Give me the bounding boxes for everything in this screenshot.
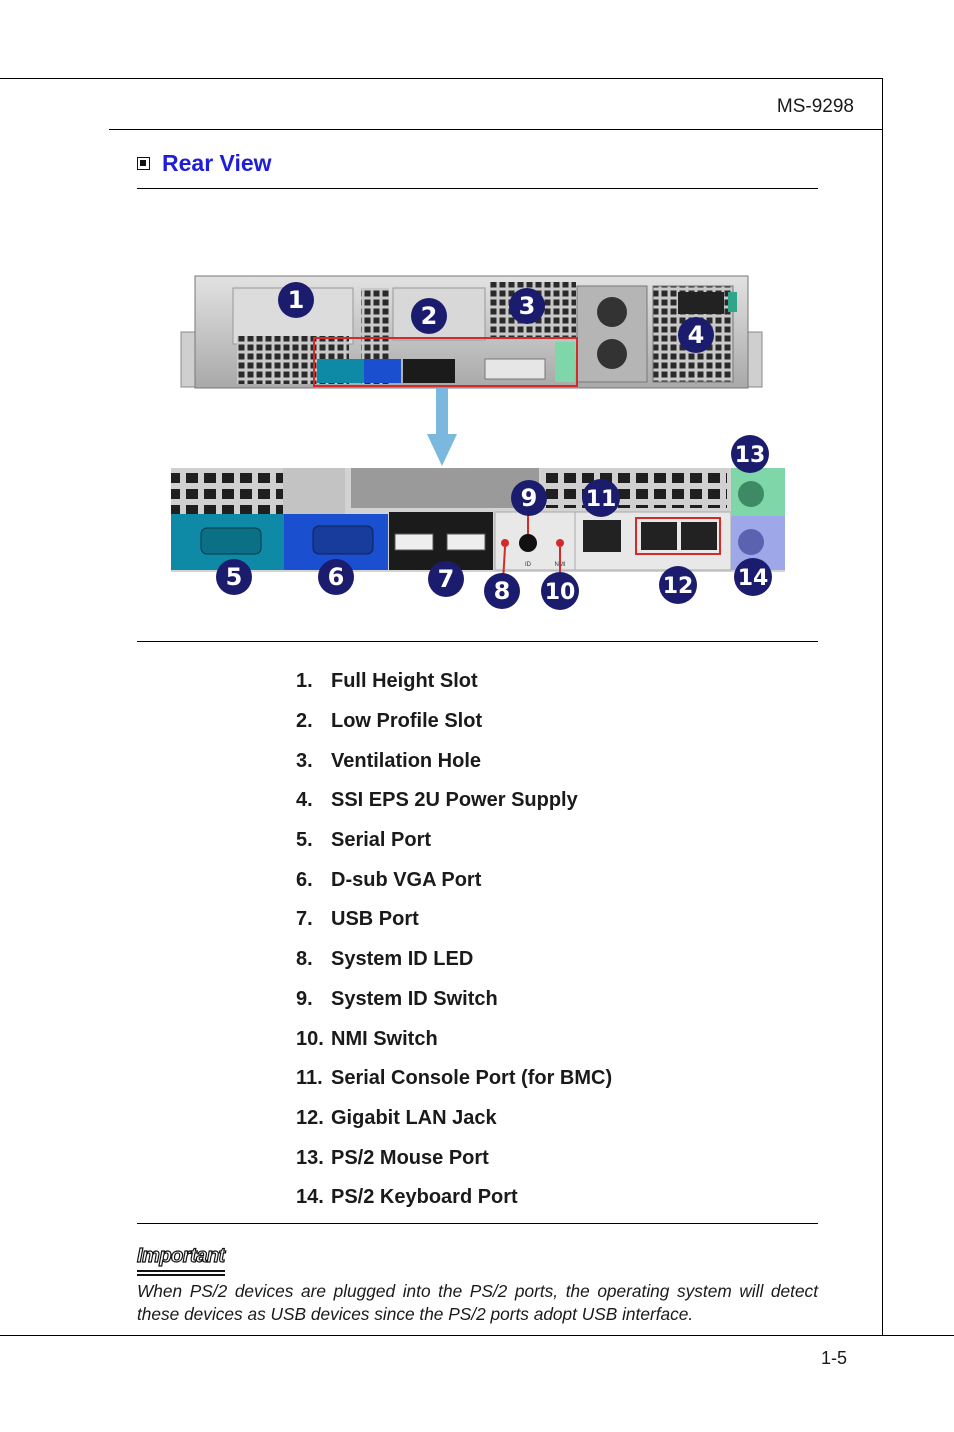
- callouts: 1 2 3 4 5 6 7 8 9 10 11 12 13 14: [216, 282, 772, 610]
- header-rule: [109, 129, 883, 130]
- callout-13: 13: [731, 435, 769, 473]
- svg-text:10: 10: [545, 580, 576, 605]
- important-heading: Important: [136, 1244, 226, 1276]
- callout-6: 6: [318, 559, 354, 595]
- rear-view-figure: ID NMI 1 2 3 4 5 6 7 8 9 10 11 12 13 14: [171, 275, 785, 610]
- callout-8: 8: [484, 573, 520, 609]
- legend-item: 8.System ID LED: [296, 948, 474, 971]
- legend-item: 14.PS/2 Keyboard Port: [296, 1186, 518, 1209]
- svg-text:7: 7: [438, 565, 455, 593]
- section-rule: [137, 188, 818, 189]
- svg-text:4: 4: [688, 321, 705, 349]
- callout-4: 4: [678, 317, 714, 353]
- callout-2: 2: [411, 298, 447, 334]
- callout-10: 10: [541, 572, 579, 610]
- component-legend: 1.Full Height Slot 2.Low Profile Slot 3.…: [296, 662, 612, 1218]
- callout-11: 11: [582, 479, 620, 517]
- section-heading: Rear View: [137, 150, 272, 177]
- svg-text:1: 1: [288, 286, 305, 314]
- legend-item: 7.USB Port: [296, 908, 419, 931]
- important-note: When PS/2 devices are plugged into the P…: [137, 1281, 818, 1324]
- figure-rule: [137, 641, 818, 642]
- page-number: 1-5: [820, 1348, 847, 1368]
- legend-item: 12.Gigabit LAN Jack: [296, 1106, 497, 1129]
- legend-item: 6.D-sub VGA Port: [296, 868, 482, 891]
- top-rule: [0, 78, 883, 79]
- bottom-rule: [0, 1335, 954, 1336]
- svg-text:6: 6: [328, 563, 345, 591]
- svg-text:11: 11: [586, 487, 617, 512]
- io-panel-detail: ID NMI: [171, 468, 785, 583]
- svg-text:2: 2: [421, 302, 438, 330]
- legend-item: 3.Ventilation Hole: [296, 749, 482, 772]
- model-number: MS-9298: [776, 96, 854, 117]
- legend-item: 2.Low Profile Slot: [296, 710, 483, 733]
- zoom-arrow: [427, 388, 457, 466]
- callout-9: 9: [511, 480, 547, 516]
- legend-item: 9.System ID Switch: [296, 987, 498, 1010]
- legend-item: 4.SSI EPS 2U Power Supply: [296, 789, 578, 812]
- svg-text:3: 3: [519, 292, 536, 320]
- svg-text:5: 5: [226, 563, 243, 591]
- svg-text:8: 8: [494, 577, 511, 605]
- right-rule: [882, 78, 883, 1335]
- callout-5: 5: [216, 559, 252, 595]
- svg-text:14: 14: [738, 566, 769, 591]
- legend-item: 11.Serial Console Port (for BMC): [296, 1067, 613, 1090]
- id-label: ID: [525, 562, 532, 568]
- svg-text:9: 9: [521, 484, 538, 512]
- section-title: Rear View: [162, 150, 272, 176]
- legend-item: 10.NMI Switch: [296, 1027, 438, 1050]
- callout-12: 12: [659, 566, 697, 604]
- svg-text:13: 13: [735, 443, 766, 468]
- legend-item: 13.PS/2 Mouse Port: [296, 1146, 489, 1169]
- callout-3: 3: [509, 288, 545, 324]
- callout-7: 7: [428, 561, 464, 597]
- svg-text:12: 12: [663, 574, 694, 599]
- legend-rule: [137, 1223, 818, 1224]
- legend-item: 5.Serial Port: [296, 829, 432, 852]
- chassis-overview: [180, 275, 763, 389]
- legend-item: 1.Full Height Slot: [296, 670, 478, 693]
- bullet-square-icon: [137, 157, 150, 170]
- callout-1: 1: [278, 282, 314, 318]
- callout-14: 14: [734, 558, 772, 596]
